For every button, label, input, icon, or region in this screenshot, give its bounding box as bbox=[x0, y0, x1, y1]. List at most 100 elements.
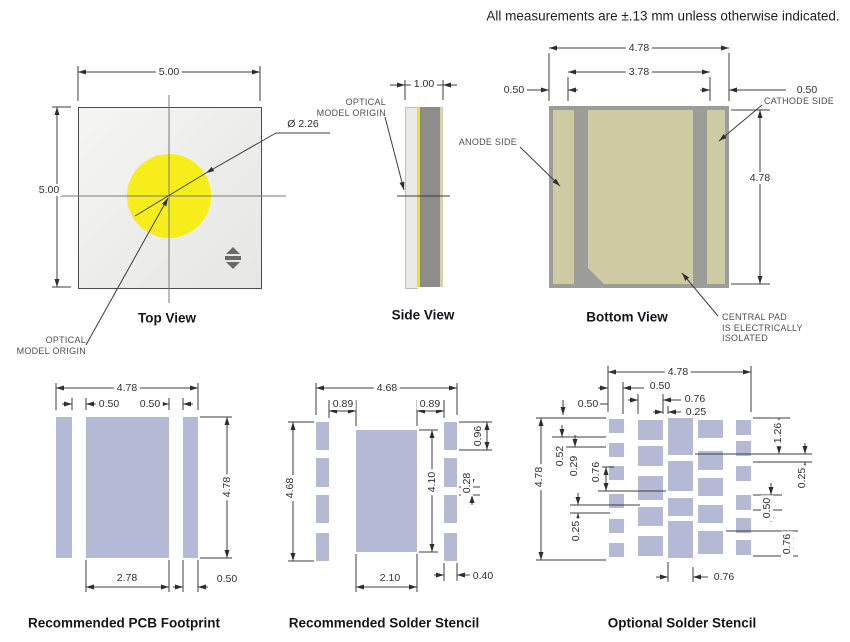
optional-height-dim: 4.78 bbox=[533, 463, 545, 491]
footprint-gap-right-dim: 0.50 bbox=[136, 398, 164, 410]
arrowhead bbox=[623, 385, 631, 391]
top-view-width-dim: 5.00 bbox=[155, 66, 183, 78]
optional-052-dim: 0.52 bbox=[554, 445, 566, 467]
arrowhead bbox=[655, 409, 663, 415]
optional-aperture bbox=[736, 518, 751, 533]
stencil-pad-gap-dim: 0.28 bbox=[461, 469, 473, 497]
stencil-center-height-dim: 4.10 bbox=[426, 468, 438, 496]
optional-aperture bbox=[638, 420, 663, 440]
arrowhead bbox=[409, 584, 417, 590]
side-view-title: Side View bbox=[391, 307, 455, 323]
emitter-diameter-dim: Ø 2.26 bbox=[287, 118, 319, 130]
stencil-aperture bbox=[444, 533, 457, 561]
arrowhead bbox=[630, 397, 638, 403]
footprint-center-width-dim: 2.78 bbox=[113, 572, 141, 584]
arrowhead bbox=[161, 584, 169, 590]
bottom-view-inner-width-dim: 3.78 bbox=[625, 66, 653, 78]
arrowhead bbox=[568, 69, 576, 75]
side-view-width-dim: 1.00 bbox=[410, 78, 438, 90]
arrowhead bbox=[721, 45, 729, 51]
arrowhead bbox=[743, 369, 751, 375]
side-view-pad-layer bbox=[440, 107, 443, 287]
pcb-pad bbox=[56, 417, 72, 558]
dimension-line bbox=[384, 116, 405, 191]
arrowhead bbox=[56, 385, 64, 391]
arrowhead bbox=[538, 552, 544, 560]
stencil-aperture bbox=[316, 495, 329, 523]
arrowhead bbox=[663, 397, 671, 403]
arrowhead bbox=[54, 107, 60, 115]
arrowhead bbox=[603, 483, 609, 491]
arrowhead bbox=[290, 553, 296, 561]
arrowhead bbox=[603, 467, 609, 475]
arrowhead bbox=[559, 429, 565, 437]
stencil-aperture bbox=[316, 533, 329, 561]
optional-aperture bbox=[736, 420, 751, 435]
arrowhead bbox=[693, 574, 701, 580]
optional-title: Optional Solder Stencil bbox=[607, 615, 757, 631]
optional-aperture bbox=[638, 476, 663, 500]
arrowhead bbox=[776, 446, 782, 454]
arrowhead bbox=[175, 584, 183, 590]
bottom-view-title: Bottom View bbox=[586, 309, 668, 325]
optional-top-050-dim: 0.50 bbox=[649, 380, 671, 392]
stencil-pad-width-dim: 0.40 bbox=[469, 570, 497, 582]
stencil-gap-right-dim: 0.89 bbox=[416, 398, 444, 410]
footprint-width-dim: 4.78 bbox=[113, 382, 141, 394]
arrowhead bbox=[660, 574, 668, 580]
stencil-pad-height-dim: 0.96 bbox=[472, 425, 484, 447]
top-view-origin-label: OPTICAL MODEL ORIGIN bbox=[16, 335, 86, 356]
optional-aperture bbox=[638, 536, 663, 556]
optional-aperture bbox=[736, 441, 751, 456]
arrowhead bbox=[600, 385, 608, 391]
optional-029-dim: 0.29 bbox=[568, 455, 580, 477]
arrowhead bbox=[443, 82, 451, 88]
arrowhead bbox=[702, 87, 710, 93]
top-view-height-dim: 5.00 bbox=[35, 184, 63, 196]
stencil-width-dim: 4.68 bbox=[373, 382, 401, 394]
footprint-height-dim: 4.78 bbox=[221, 473, 233, 501]
optional-aperture bbox=[609, 443, 624, 457]
optional-bottom-076-dim: 0.76 bbox=[710, 571, 738, 583]
central-pad-label: CENTRAL PAD IS ELECTRICALLY ISOLATED bbox=[722, 312, 803, 343]
optional-top-076-dim: 0.76 bbox=[684, 393, 706, 405]
arrowhead bbox=[668, 409, 676, 415]
optional-aperture bbox=[736, 540, 751, 555]
optional-aperture bbox=[736, 466, 751, 481]
footprint-title: Recommended PCB Footprint bbox=[27, 615, 221, 631]
side-view-origin-label: OPTICAL MODEL ORIGIN bbox=[316, 97, 386, 118]
arrowhead bbox=[429, 430, 435, 438]
stencil-aperture bbox=[444, 422, 457, 450]
bottom-view-height-dim: 4.78 bbox=[746, 172, 774, 184]
optional-aperture bbox=[609, 494, 624, 508]
arrowhead bbox=[729, 87, 737, 93]
arrowhead bbox=[86, 401, 94, 407]
optional-aperture bbox=[609, 543, 624, 557]
side-view-body-layer bbox=[420, 107, 440, 287]
top-view-title: Top View bbox=[137, 310, 197, 326]
arrowhead bbox=[252, 69, 260, 75]
arrowhead bbox=[702, 69, 710, 75]
arrowhead bbox=[86, 584, 94, 590]
optional-aperture bbox=[609, 466, 624, 480]
optional-aperture bbox=[698, 451, 723, 470]
arrowhead bbox=[484, 422, 490, 430]
arrowhead bbox=[54, 279, 60, 287]
footprint-pad-width-dim: 0.50 bbox=[213, 573, 241, 585]
bottom-view-left-inset-dim: 0.50 bbox=[500, 84, 528, 96]
stencil-aperture bbox=[316, 458, 329, 487]
arrowhead bbox=[449, 385, 457, 391]
optional-left-025-dim: 0.25 bbox=[570, 517, 582, 545]
stencil-aperture bbox=[356, 430, 417, 552]
optional-aperture bbox=[668, 461, 693, 491]
stencil-height-dim: 4.68 bbox=[284, 474, 296, 502]
footprint-gap-left-dim: 0.50 bbox=[95, 398, 123, 410]
central-pad bbox=[588, 110, 693, 284]
optional-aperture bbox=[698, 478, 723, 496]
arrowhead bbox=[290, 422, 296, 430]
side-view-lens-layer bbox=[405, 107, 418, 289]
optional-right-050-dim: 0.50 bbox=[761, 494, 773, 522]
pcb-pad bbox=[183, 417, 198, 558]
bottom-view-width-dim: 4.78 bbox=[625, 42, 653, 54]
arrowhead bbox=[541, 87, 549, 93]
